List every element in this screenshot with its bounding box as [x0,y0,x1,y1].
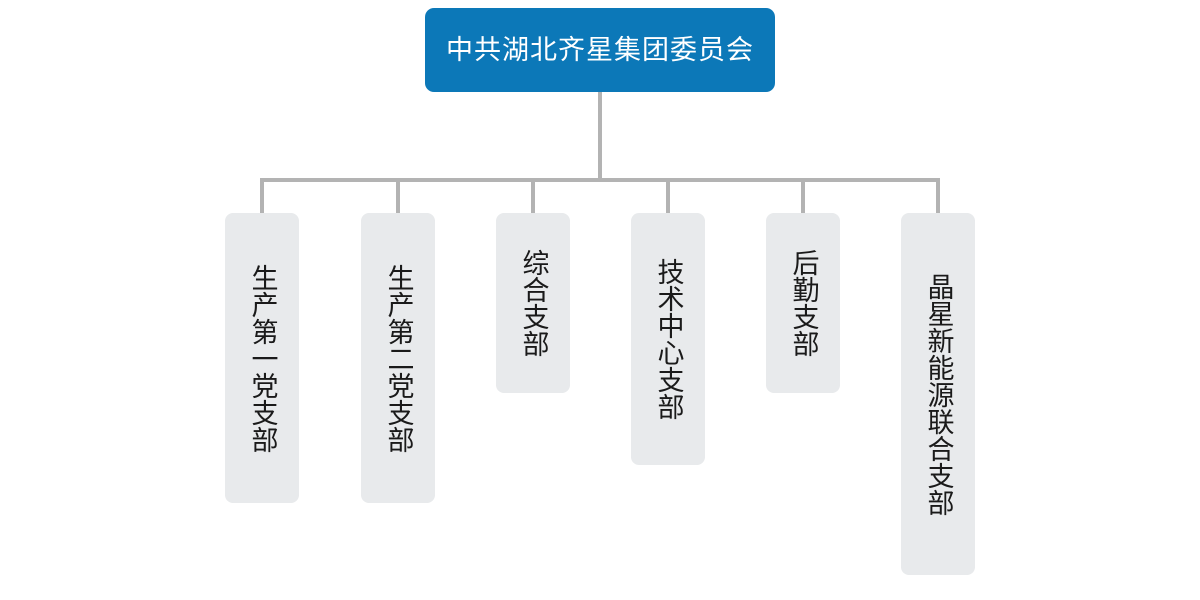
connector-drop-3 [531,178,535,214]
org-node-jingxing-new-energy-joint-branch[interactable]: 晶星新能源联合支部 [901,213,975,575]
connector-bus-horizontal [260,178,940,182]
org-node-logistics-branch[interactable]: 后勤支部 [766,213,840,393]
connector-drop-5 [801,178,805,214]
org-node-production-first-party-branch[interactable]: 生产第一党支部 [225,213,299,503]
org-node-label-6: 晶星新能源联合支部 [923,272,954,516]
org-node-production-second-party-branch[interactable]: 生产第二党支部 [361,213,435,503]
org-node-general-affairs-branch[interactable]: 综合支部 [496,213,570,393]
org-node-label-4: 技术中心支部 [653,258,684,420]
org-node-technology-center-branch[interactable]: 技术中心支部 [631,213,705,465]
connector-trunk-vertical [598,92,602,180]
org-node-label-1: 生产第一党支部 [247,263,278,453]
org-node-label-3: 综合支部 [518,249,549,357]
connector-drop-2 [396,178,400,214]
connector-drop-4 [666,178,670,214]
org-root-label: 中共湖北齐星集团委员会 [446,34,754,65]
connector-drop-1 [260,178,264,214]
org-node-label-2: 生产第二党支部 [383,263,414,453]
connector-drop-6 [936,178,940,214]
org-node-label-5: 后勤支部 [788,249,819,357]
org-root-node[interactable]: 中共湖北齐星集团委员会 [425,8,775,92]
